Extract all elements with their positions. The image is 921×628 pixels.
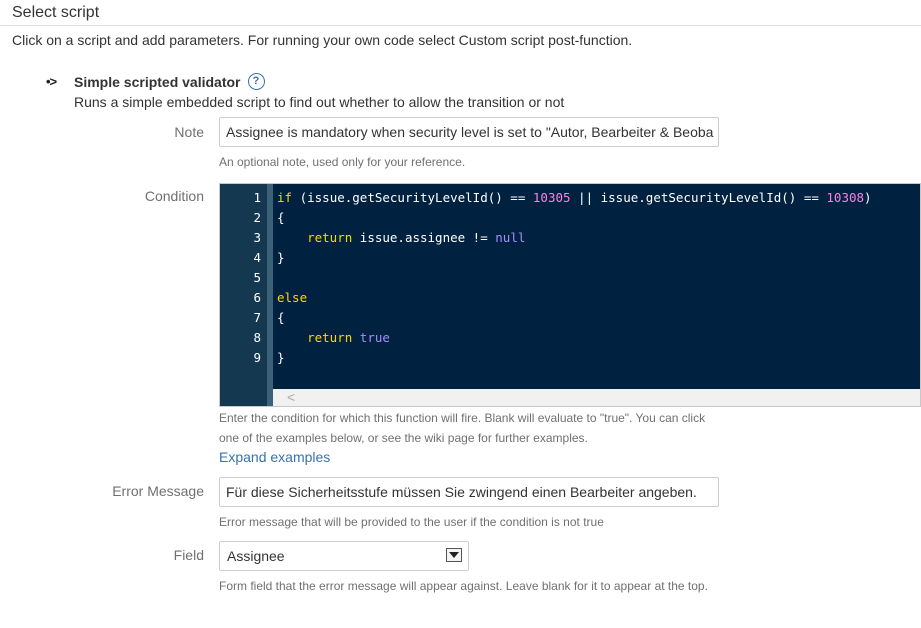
field-hint: Form field that the error message will a… (219, 579, 708, 593)
code-text: return true (307, 330, 390, 345)
line-number: 4 (253, 250, 261, 265)
note-input[interactable]: Assignee is mandatory when security leve… (219, 117, 719, 147)
code-line: 6 else (220, 288, 920, 308)
code-text: } (277, 250, 285, 265)
arrow-bullet-icon: •> (46, 74, 57, 89)
validator-description: Runs a simple embedded script to find ou… (74, 94, 565, 110)
error-message-hint: Error message that will be provided to t… (219, 515, 604, 529)
validator-header: •> Simple scripted validator ? (46, 73, 265, 90)
code-line: 2{ (220, 208, 920, 228)
code-text: { (277, 310, 285, 325)
help-circle-icon[interactable]: ? (247, 73, 265, 90)
code-line: 3 return issue.assignee != null (220, 228, 920, 248)
editor-gutter (220, 184, 267, 406)
code-text: } (277, 350, 285, 365)
line-number: 2 (253, 210, 261, 225)
horizontal-scrollbar[interactable]: < (273, 389, 920, 406)
code-text: if (issue.getSecurityLevelId() == 10305 … (277, 190, 872, 205)
editor-gutter-separator (267, 184, 273, 406)
code-text: { (277, 210, 285, 225)
line-number: 3 (253, 230, 261, 245)
intro-text: Click on a script and add parameters. Fo… (12, 32, 633, 48)
line-number: 8 (253, 330, 261, 345)
error-message-input[interactable]: Für diese Sicherheitsstufe müssen Sie zw… (219, 477, 719, 507)
code-text: else (277, 290, 308, 305)
code-line: 9} (220, 348, 920, 368)
condition-hint-line2: one of the examples below, or see the wi… (219, 431, 588, 445)
code-line: 8 return true (220, 328, 920, 348)
code-text: return issue.assignee != null (307, 230, 526, 245)
code-lines: 1 if (issue.getSecurityLevelId() == 10305… (220, 188, 920, 368)
code-line: 7{ (220, 308, 920, 328)
line-number: 7 (253, 310, 261, 325)
error-message-label: Error Message (112, 483, 204, 499)
scroll-left-arrow-icon[interactable]: < (287, 389, 296, 405)
line-number: 1 (253, 190, 261, 205)
page-title: Select script (12, 4, 100, 21)
title-divider (0, 25, 921, 26)
note-hint: An optional note, used only for your ref… (219, 155, 466, 169)
condition-code-editor[interactable]: 1 if (issue.getSecurityLevelId() == 10305… (219, 183, 921, 407)
chevron-down-icon[interactable] (446, 548, 462, 562)
line-number: 9 (253, 350, 261, 365)
code-line: 4} (220, 248, 920, 268)
code-line: 5 (220, 268, 920, 288)
code-line: 1 if (issue.getSecurityLevelId() == 10305… (220, 188, 920, 208)
line-number: 5 (253, 270, 261, 285)
condition-label: Condition (144, 188, 204, 204)
line-number: 6 (253, 290, 261, 305)
condition-hint-line1: Enter the condition for which this funct… (219, 411, 706, 425)
field-select[interactable]: Assignee (219, 541, 469, 571)
field-label: Field (173, 547, 204, 563)
note-label: Note (174, 124, 204, 140)
expand-examples-link[interactable]: Expand examples (219, 449, 331, 465)
field-select-value: Assignee (227, 548, 285, 564)
validator-title[interactable]: Simple scripted validator (74, 73, 241, 90)
